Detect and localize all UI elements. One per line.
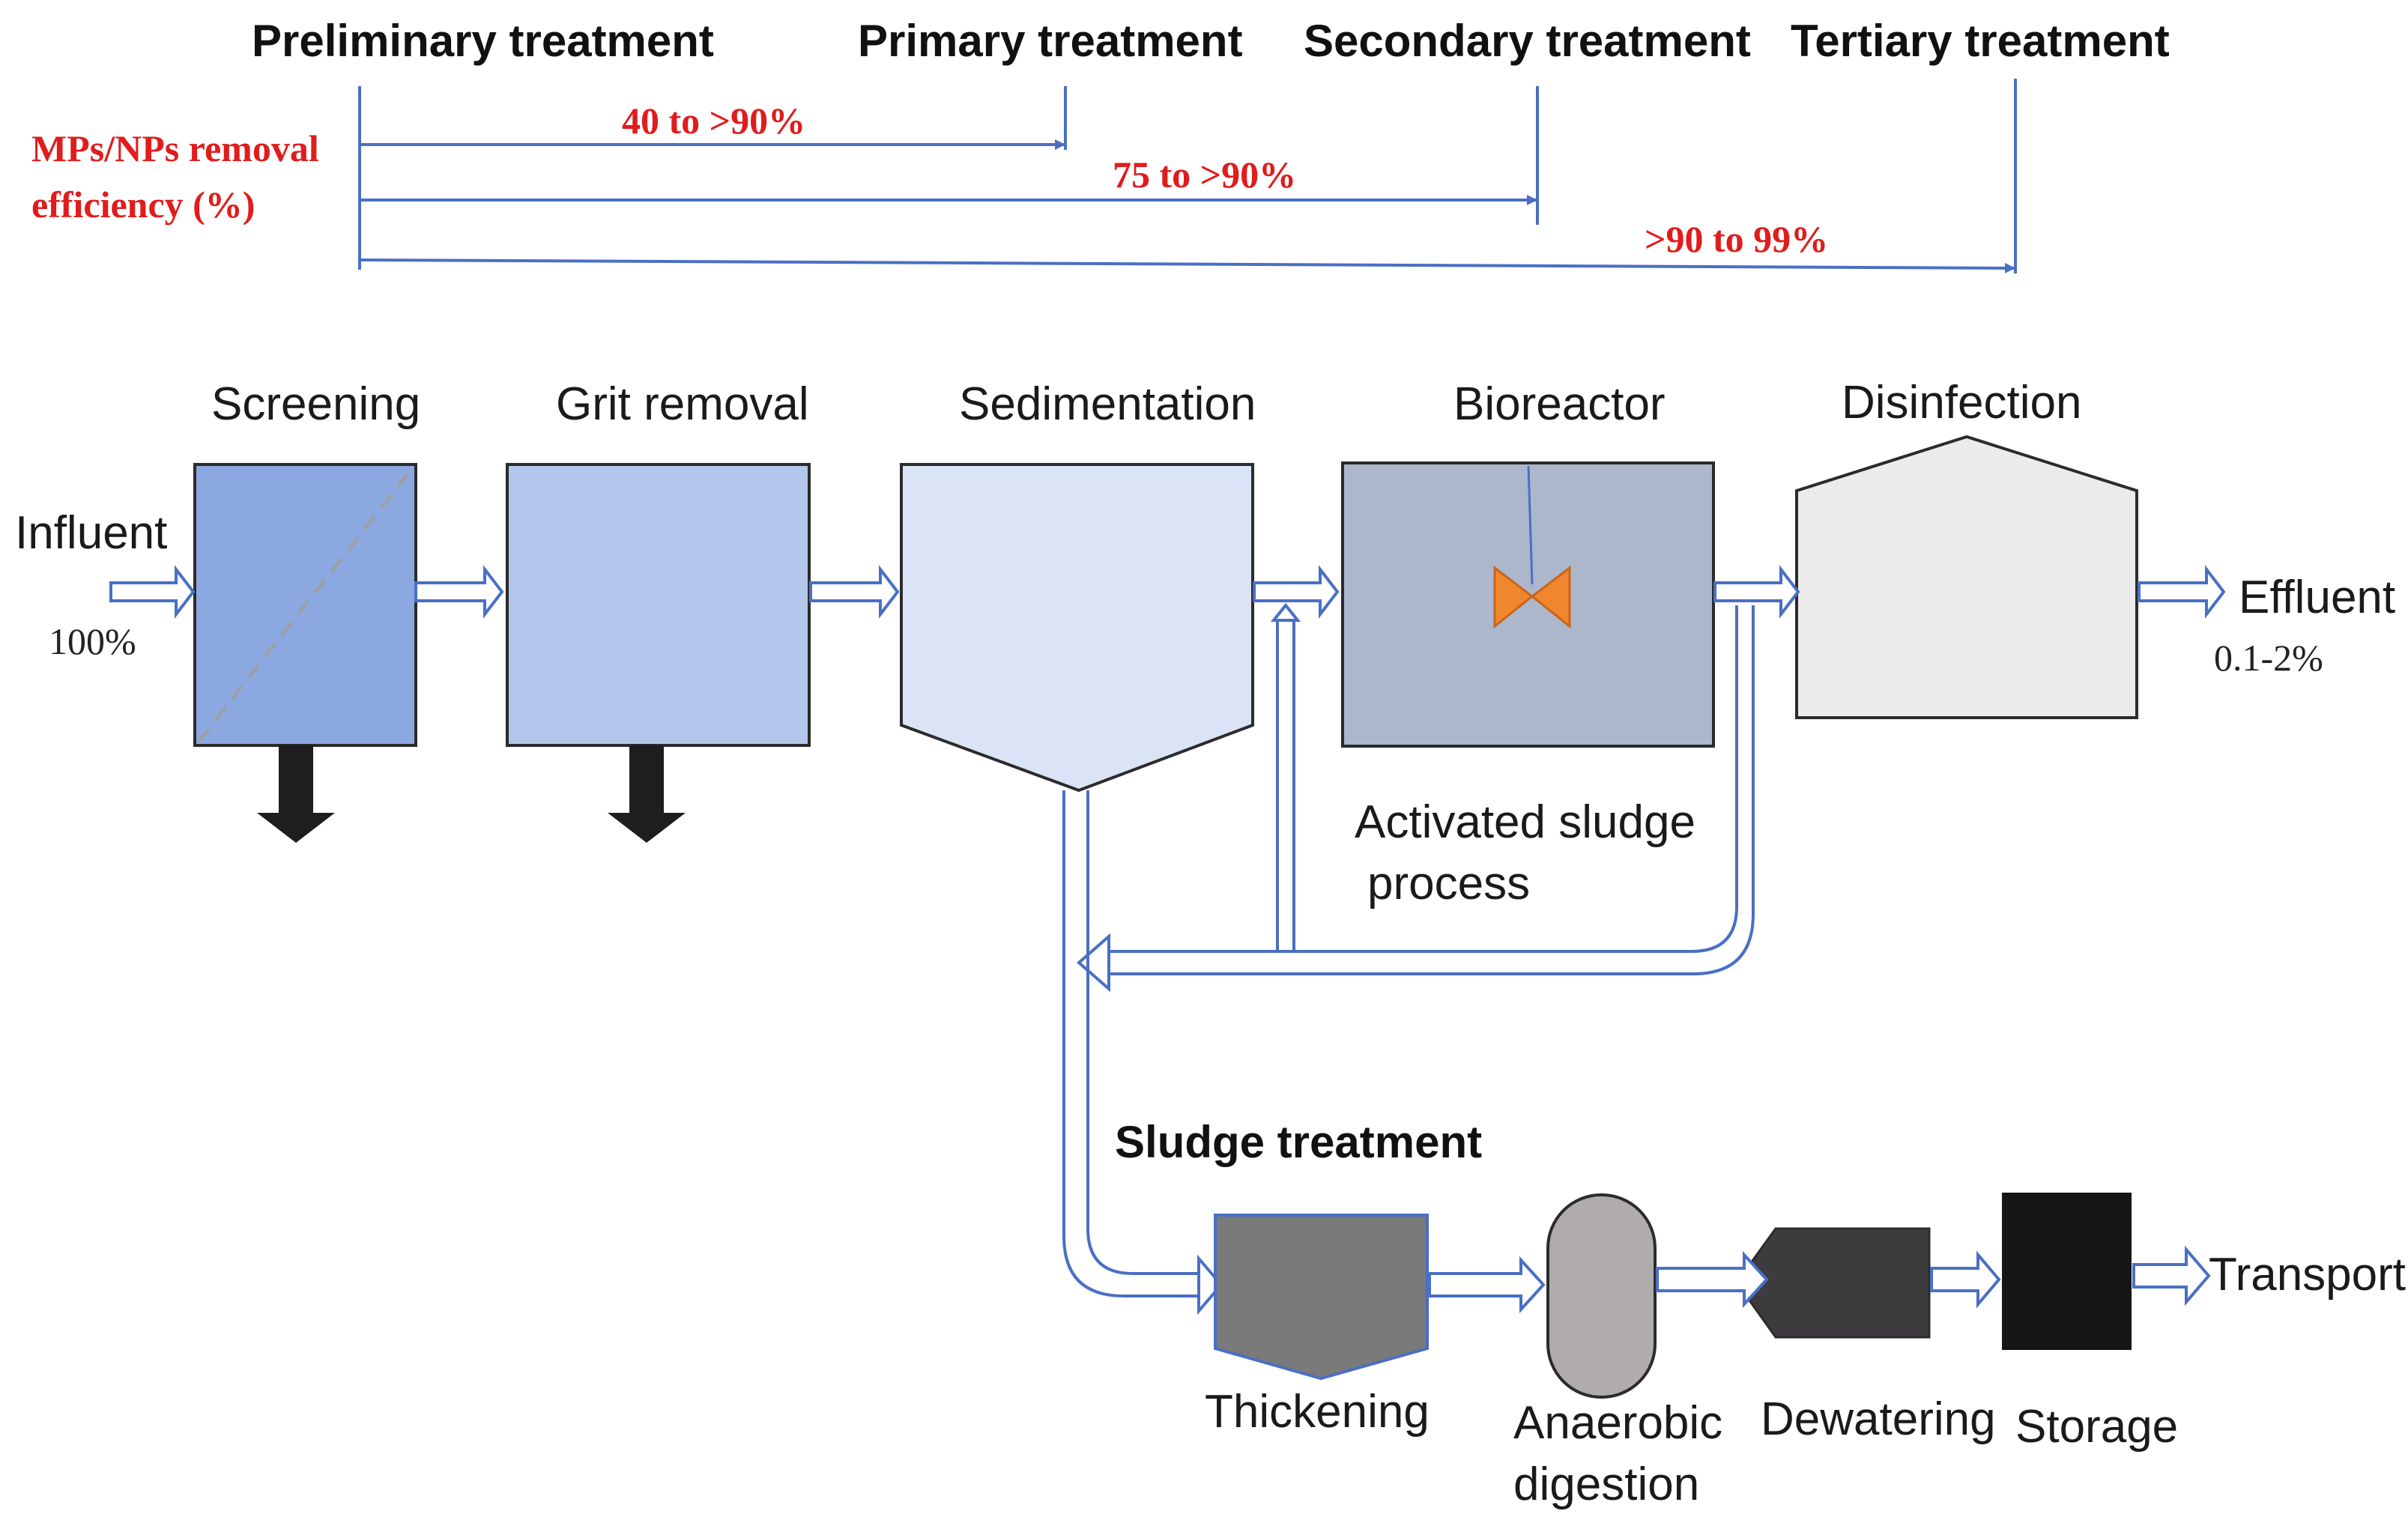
anaerobic-digester-unit <box>1546 1193 1657 1399</box>
stage-tertiary-title: Tertiary treatment <box>1791 16 2170 66</box>
efficiency-title-line1: MPs/NPs removal <box>31 127 319 169</box>
disinfection-unit <box>1795 435 2138 719</box>
screening-waste-arrow <box>257 745 335 843</box>
sludge-arrow-head <box>1197 1254 1223 1315</box>
activated-sludge-label-line2: process <box>1367 858 1530 909</box>
disinfection-label: Disinfection <box>1842 377 2081 429</box>
thickening-label: Thickening <box>1205 1386 1430 1438</box>
stage-preliminary-title: Preliminary treatment <box>252 16 714 66</box>
effluent-label: Effluent <box>2239 572 2395 623</box>
sedimentation-label: Sedimentation <box>959 378 1256 430</box>
flow-arrow-bioreactor-disinfection <box>1713 565 1800 619</box>
grit-removal-label: Grit removal <box>556 378 809 430</box>
range-arrow-tertiary <box>360 258 2015 273</box>
flow-arrow-sedimentation-bioreactor <box>1253 565 1340 619</box>
storage-unit <box>2002 1193 2132 1350</box>
sludge-treatment-title: Sludge treatment <box>1115 1117 1482 1167</box>
recycle-riser-head <box>1270 602 1301 622</box>
flow-arrow-storage-transport <box>2132 1245 2211 1307</box>
storage-label: Storage <box>2015 1401 2178 1453</box>
recycle-pipe-inner <box>1109 605 1738 953</box>
stage-primary-title: Primary treatment <box>858 16 1243 66</box>
range-label-secondary: 75 to >90% <box>1113 154 1296 196</box>
dewatering-label: Dewatering <box>1761 1393 1996 1445</box>
influent-percent: 100% <box>49 620 136 662</box>
range-label-tertiary: >90 to 99% <box>1645 218 1828 260</box>
transport-label: Transport <box>2209 1249 2406 1301</box>
flow-arrow-thickening-digestion <box>1428 1256 1546 1314</box>
flow-arrow-digestion-dewatering <box>1656 1250 1769 1309</box>
flow-arrow-grit-sedimentation <box>809 565 900 619</box>
effluent-percent: 0.1-2% <box>2214 637 2323 679</box>
activated-sludge-label-line1: Activated sludge <box>1355 796 1695 848</box>
screening-label: Screening <box>211 378 420 430</box>
flow-arrow-screening-grit <box>414 565 504 619</box>
sludge-pipe-outer <box>1062 790 1199 1298</box>
bioreactor-label: Bioreactor <box>1453 378 1666 430</box>
thickening-unit <box>1214 1214 1429 1381</box>
grit-waste-arrow <box>608 745 686 843</box>
recycle-pipe-outer <box>1109 605 1755 975</box>
efficiency-title-line2: efficiency (%) <box>31 184 255 225</box>
sedimentation-unit <box>900 463 1254 793</box>
recycle-arrow-head <box>1076 933 1110 993</box>
sludge-pipe-inner <box>1086 790 1199 1275</box>
range-label-primary: 40 to >90% <box>622 100 805 142</box>
screening-mesh <box>197 467 414 743</box>
mixer-icon <box>1493 565 1571 629</box>
influent-arrow <box>109 565 196 619</box>
stage-secondary-title: Secondary treatment <box>1304 16 1751 66</box>
grit-removal-unit <box>506 463 811 747</box>
mixer-shaft <box>1527 465 1534 585</box>
influent-label: Influent <box>15 507 167 559</box>
flow-arrow-dewatering-storage <box>1930 1250 2001 1309</box>
anaerobic-label-line1: Anaerobic <box>1513 1397 1722 1449</box>
bioreactor-unit <box>1341 461 1715 748</box>
anaerobic-label-line2: digestion <box>1513 1459 1699 1510</box>
effluent-arrow <box>2138 565 2226 619</box>
